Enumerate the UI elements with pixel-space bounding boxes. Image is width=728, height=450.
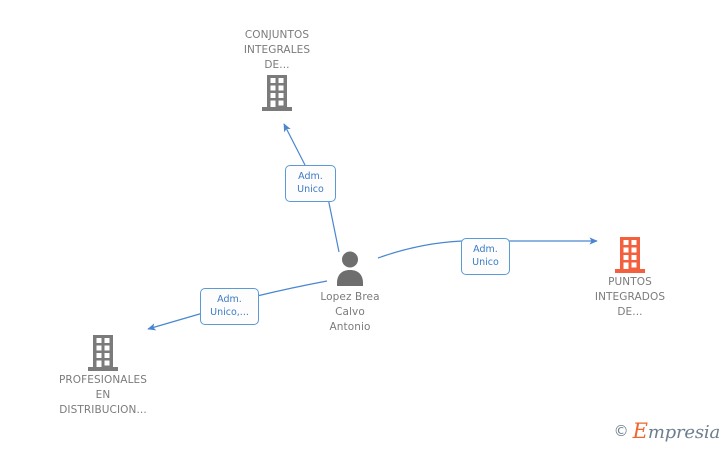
edge-line-person-conjuntos-upper (283, 123, 306, 166)
node-conjuntos[interactable]: CONJUNTOS INTEGRALES DE... (207, 28, 347, 113)
node-conjuntos-label: CONJUNTOS INTEGRALES DE... (243, 29, 311, 71)
node-person-label: Lopez Brea Calvo Antonio (320, 291, 380, 333)
empresia-wordmark: Empresia (632, 419, 721, 443)
node-puntos-label: PUNTOS INTEGRADOS DE... (594, 276, 666, 318)
node-person[interactable]: Lopez Brea Calvo Antonio (280, 250, 420, 335)
empresia-wordmark-initial: E (632, 419, 648, 443)
edge-line-person-profesionales-right (256, 280, 328, 297)
edge-line-person-conjuntos-lower (327, 197, 340, 253)
node-puntos[interactable]: PUNTOS INTEGRADOS DE... (560, 235, 700, 320)
edge-label-person-conjuntos[interactable]: Adm. Unico (285, 165, 336, 202)
building-icon[interactable] (207, 73, 347, 113)
building-icon[interactable] (33, 333, 173, 373)
edge-line-person-profesionales-left (147, 312, 204, 331)
empresia-watermark: © Empresia (613, 419, 721, 443)
edge-line-person-puntos-left (377, 240, 463, 259)
empresia-wordmark-rest: mpresia (647, 422, 720, 443)
edge-label-person-profesionales[interactable]: Adm. Unico,... (200, 288, 259, 325)
person-icon[interactable] (280, 250, 420, 290)
node-profesionales-label: PROFESIONALES EN DISTRIBUCION... (58, 374, 148, 416)
node-profesionales[interactable]: PROFESIONALES EN DISTRIBUCION... (33, 333, 173, 418)
edge-label-person-puntos[interactable]: Adm. Unico (461, 238, 510, 275)
copyright-icon: © (613, 422, 629, 440)
building-icon[interactable] (560, 235, 700, 275)
